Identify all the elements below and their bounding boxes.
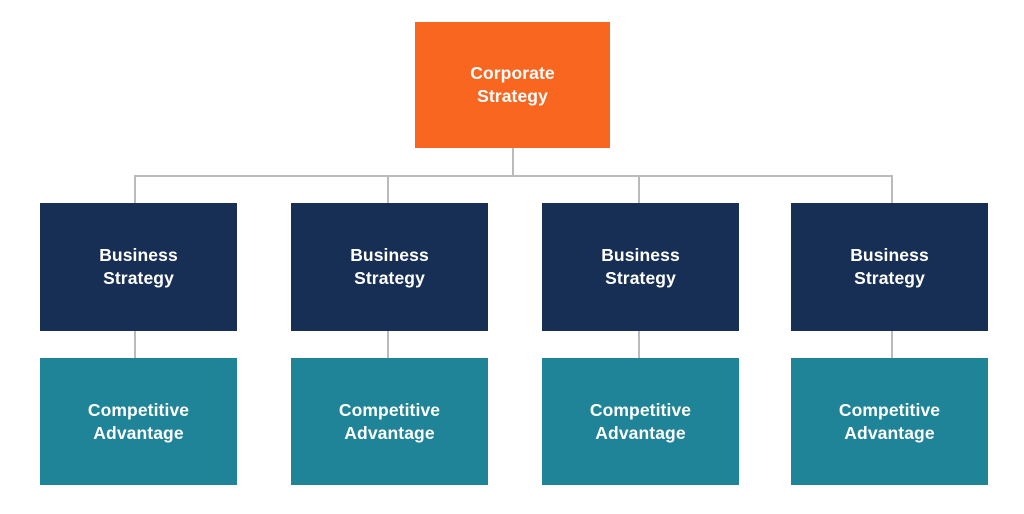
- node-business-strategy-1[interactable]: Business Strategy: [40, 203, 237, 331]
- node-business-strategy-4[interactable]: Business Strategy: [791, 203, 988, 331]
- node-label-business-strategy-1: Business Strategy: [99, 245, 178, 288]
- connector-horizontal-bus: [134, 175, 893, 177]
- node-label-corporate-strategy: Corporate Strategy: [470, 63, 555, 106]
- node-label-competitive-advantage-1: Competitive Advantage: [87, 399, 190, 443]
- connector-link-column-2: [387, 331, 389, 359]
- connector-link-column-3: [638, 331, 640, 359]
- node-label-business-strategy-3: Business Strategy: [601, 245, 680, 288]
- connector-drop-column-2: [387, 175, 389, 203]
- node-competitive-advantage-4[interactable]: Competitive Advantage: [791, 358, 988, 485]
- node-label-business-strategy-4: Business Strategy: [850, 245, 929, 288]
- node-label-competitive-advantage-4: Competitive Advantage: [838, 399, 941, 443]
- connector-drop-column-3: [638, 175, 640, 203]
- connector-link-column-4: [891, 331, 893, 359]
- connector-link-column-1: [134, 331, 136, 359]
- connector-drop-column-4: [891, 175, 893, 203]
- node-competitive-advantage-3[interactable]: Competitive Advantage: [542, 358, 739, 485]
- node-label-competitive-advantage-3: Competitive Advantage: [589, 399, 692, 443]
- node-corporate-strategy[interactable]: Corporate Strategy: [415, 22, 610, 148]
- node-label-competitive-advantage-2: Competitive Advantage: [338, 399, 441, 443]
- connector-root-stem: [512, 148, 514, 177]
- node-label-business-strategy-2: Business Strategy: [350, 245, 429, 288]
- node-business-strategy-2[interactable]: Business Strategy: [291, 203, 488, 331]
- connector-drop-column-1: [134, 175, 136, 203]
- node-business-strategy-3[interactable]: Business Strategy: [542, 203, 739, 331]
- node-competitive-advantage-1[interactable]: Competitive Advantage: [40, 358, 237, 485]
- node-competitive-advantage-2[interactable]: Competitive Advantage: [291, 358, 488, 485]
